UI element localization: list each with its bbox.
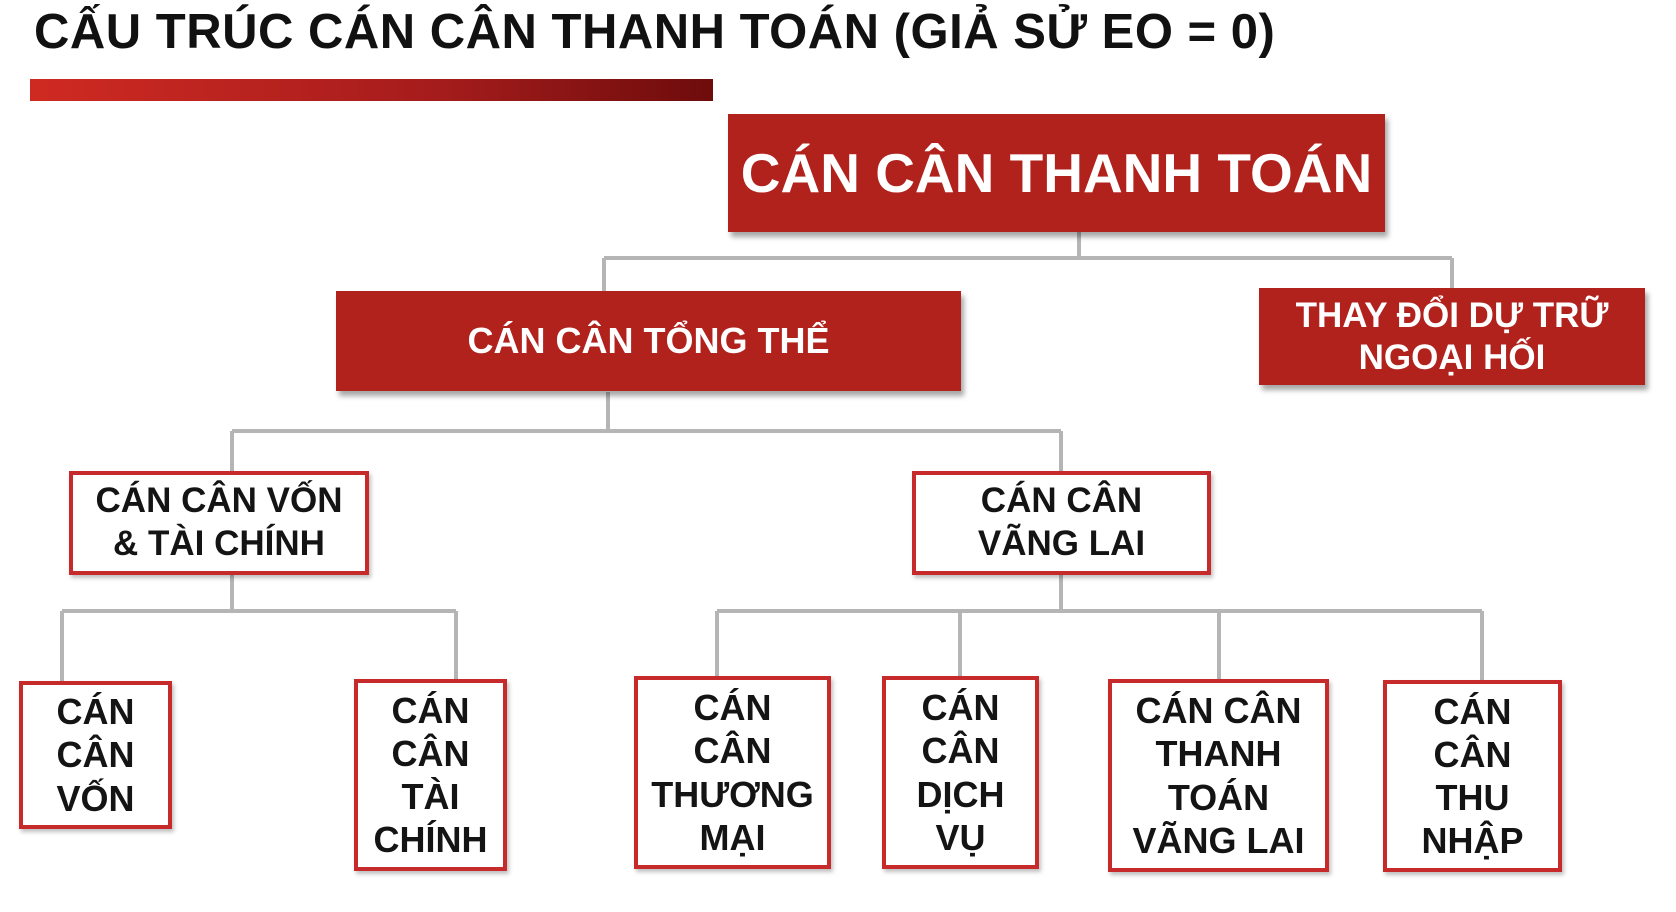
node-label: CÁN CÂN VỐN	[56, 691, 135, 819]
node-financial-account: CÁN CÂN TÀI CHÍNH	[354, 679, 507, 871]
connector-overall	[230, 392, 1063, 471]
node-current-account: CÁN CÂN VÃNG LAI	[912, 471, 1211, 575]
connector-root	[602, 232, 1454, 291]
node-label: CÁN CÂN DỊCH VỤ	[916, 687, 1005, 858]
node-income-balance: CÁN CÂN THU NHẬP	[1383, 680, 1562, 872]
node-label: CÁN CÂN THANH TOÁN VÃNG LAI	[1132, 690, 1305, 861]
node-label: CÁN CÂN THU NHẬP	[1421, 690, 1524, 862]
node-capital-financial-account: CÁN CÂN VỐN & TÀI CHÍNH	[69, 471, 369, 575]
node-services-balance: CÁN CÂN DỊCH VỤ	[882, 676, 1039, 869]
node-trade-balance: CÁN CÂN THƯƠNG MẠI	[634, 676, 831, 869]
node-label: CÁN CÂN THANH TOÁN	[740, 142, 1373, 204]
node-capital-account: CÁN CÂN VỐN	[19, 681, 172, 829]
node-overall-balance: CÁN CÂN TỔNG THỂ	[336, 291, 961, 391]
connector-capital-financial	[60, 574, 458, 681]
node-label: CÁN CÂN TÀI CHÍNH	[373, 689, 488, 861]
node-reserve-change: THAY ĐỔI DỰ TRỮ NGOẠI HỐI	[1259, 288, 1645, 385]
connector-current	[715, 574, 1484, 680]
node-current-transfers-balance: CÁN CÂN THANH TOÁN VÃNG LAI	[1108, 679, 1329, 872]
title-underline-bar	[30, 79, 713, 101]
node-label: THAY ĐỔI DỰ TRỮ NGOẠI HỐI	[1295, 296, 1609, 377]
node-label: CÁN CÂN TỔNG THỂ	[467, 320, 830, 361]
node-balance-of-payments: CÁN CÂN THANH TOÁN	[728, 114, 1385, 232]
node-label: CÁN CÂN THƯƠNG MẠI	[651, 687, 814, 858]
page-title: CẤU TRÚC CÁN CÂN THANH TOÁN (GIẢ SỬ EO =…	[34, 5, 1276, 59]
node-label: CÁN CÂN VỐN & TÀI CHÍNH	[95, 481, 343, 563]
node-label: CÁN CÂN VÃNG LAI	[977, 481, 1146, 563]
